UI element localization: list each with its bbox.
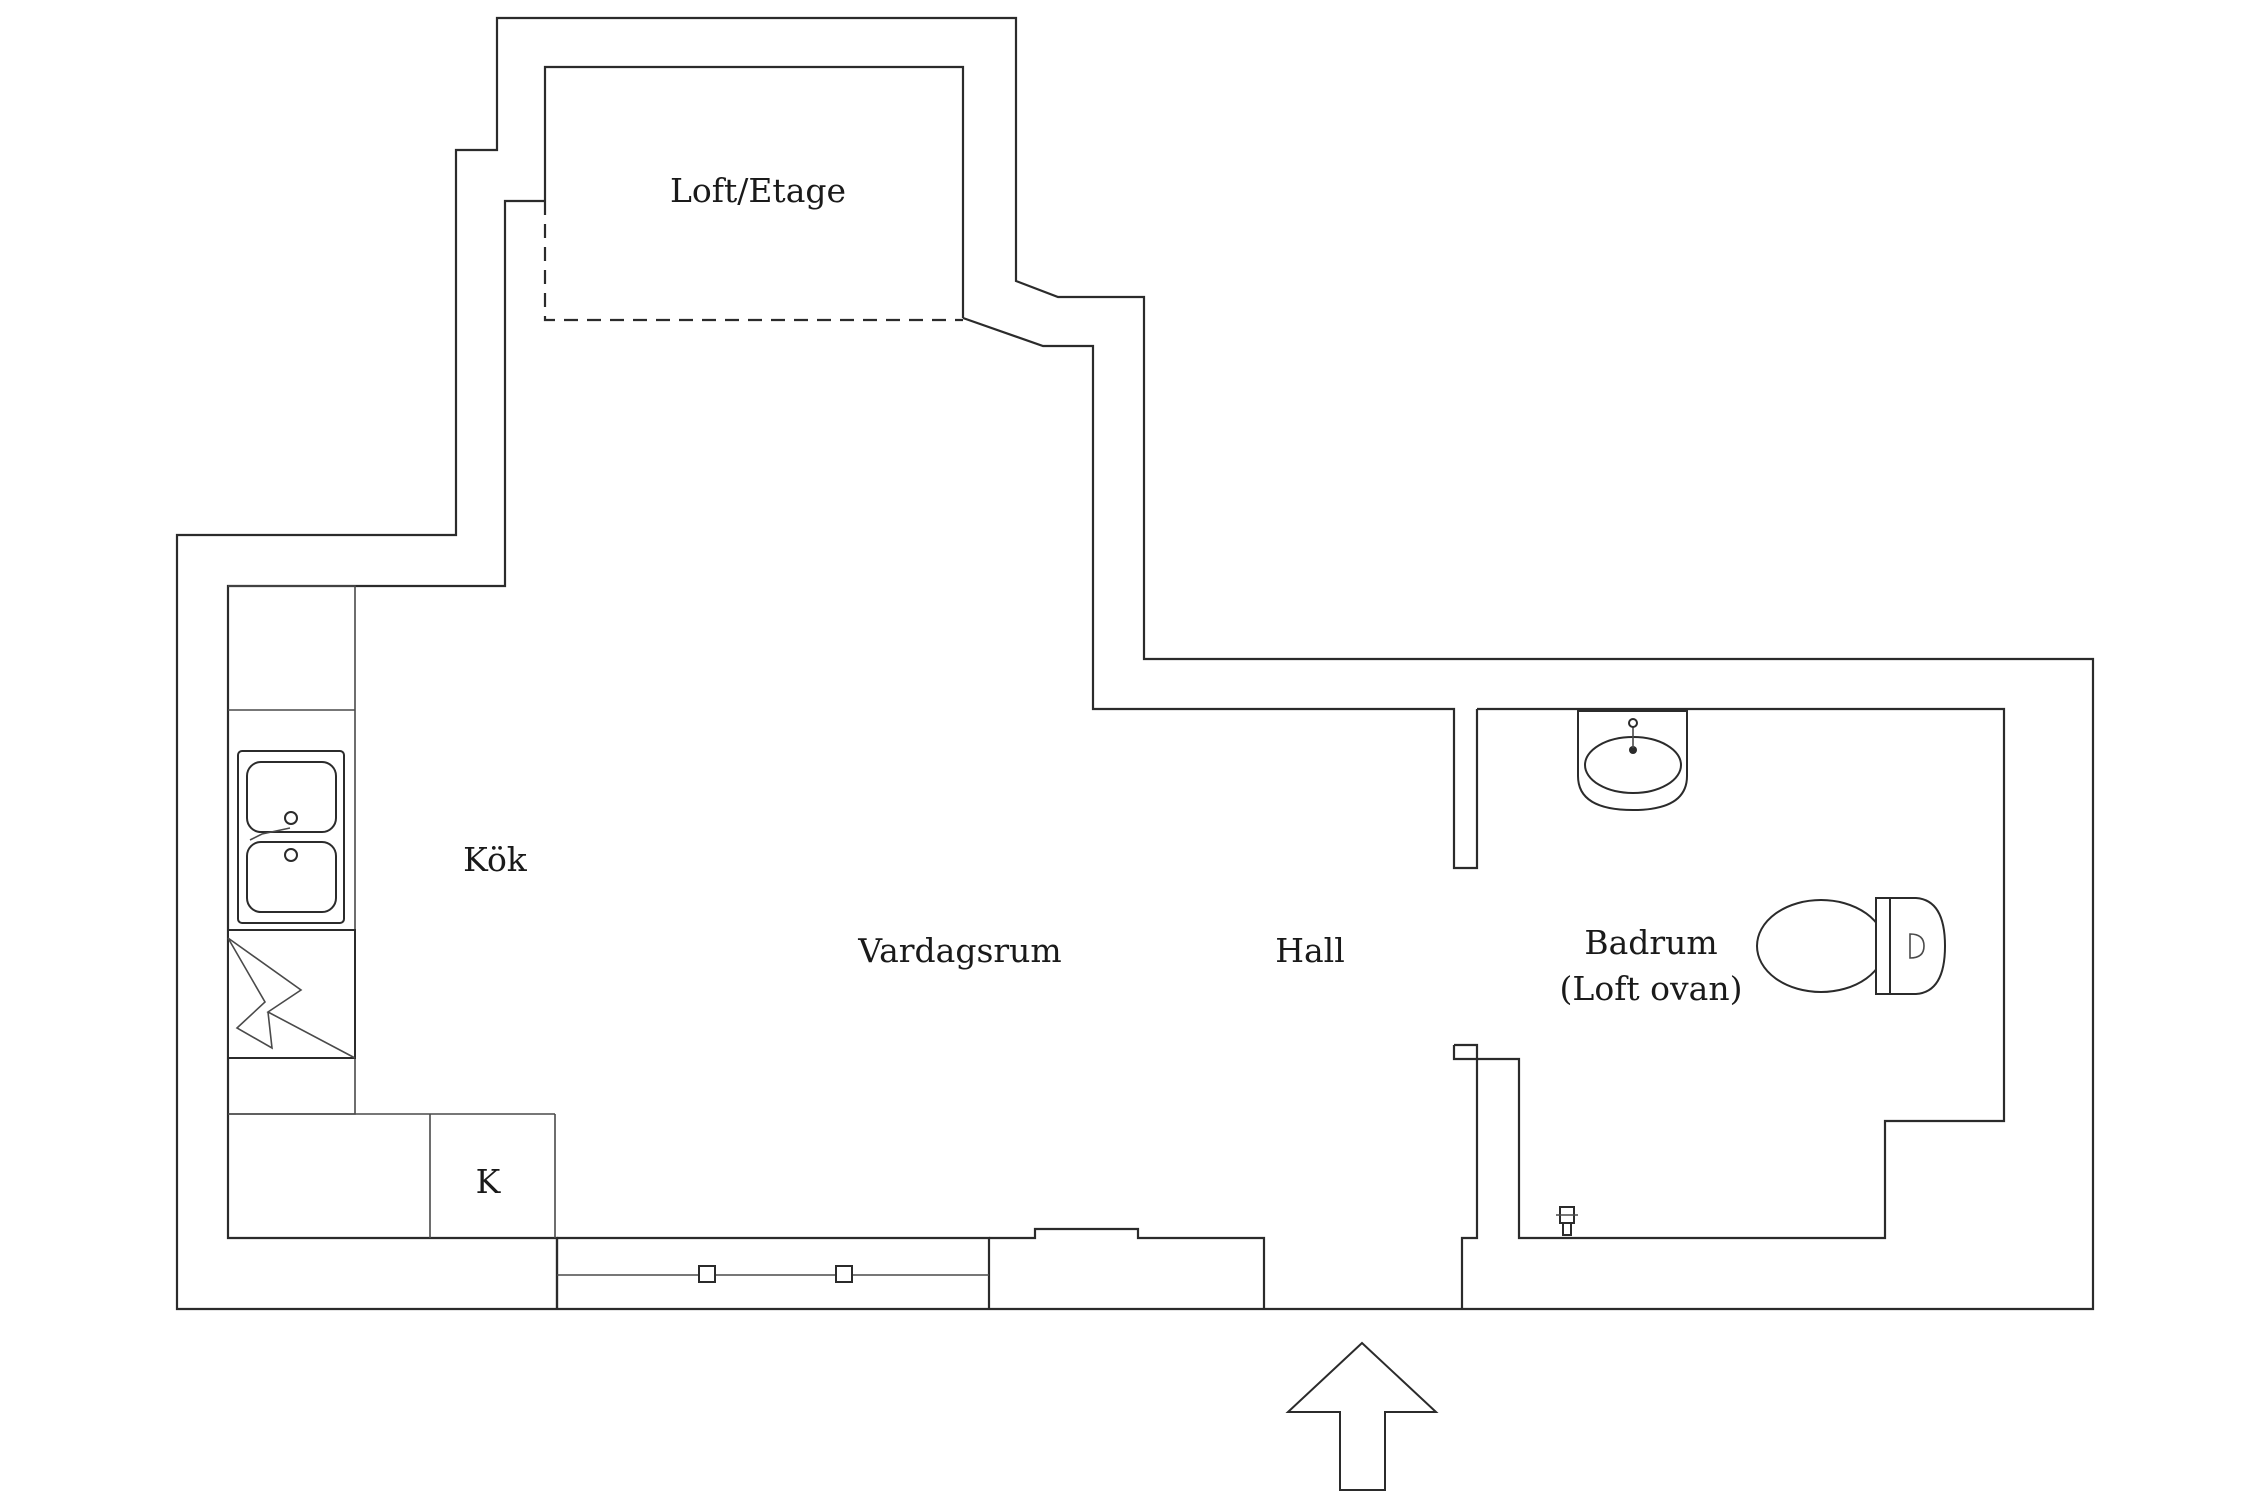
inner-wall-diagonal <box>962 316 1479 870</box>
inner-wall-bathroom-top <box>1477 707 2006 1240</box>
floor-drain-icon <box>1556 1206 1578 1236</box>
inner-wall-hall-right <box>1460 1059 1479 1309</box>
room-label-loft: Loft/Etage <box>670 171 846 210</box>
front-wall-window-right <box>989 1227 1266 1309</box>
room-label-closet: K <box>476 1162 502 1201</box>
window-post-1 <box>698 1265 716 1283</box>
window-post-2 <box>835 1265 853 1283</box>
room-label-hall: Hall <box>1275 931 1345 970</box>
stove-icon <box>227 929 356 1059</box>
front-wall-window-left <box>557 1236 991 1309</box>
toilet-icon <box>1756 897 1947 995</box>
arrow-up-icon <box>1285 1341 1439 1491</box>
room-label-bathroom: Badrum <box>1584 923 1717 962</box>
loft-edge-dashed <box>543 201 963 322</box>
inner-wall-hall-jamb <box>1452 1043 1479 1061</box>
outer-wall <box>175 16 2095 1311</box>
wash-basin-icon <box>1577 710 1688 812</box>
inner-wall-loft-left <box>543 65 965 318</box>
room-label-bathroom-note: (Loft ovan) <box>1560 969 1743 1008</box>
double-sink-icon <box>237 750 345 924</box>
room-label-kitchen: Kök <box>463 840 528 879</box>
room-label-living-room: Vardagsrum <box>857 931 1061 970</box>
